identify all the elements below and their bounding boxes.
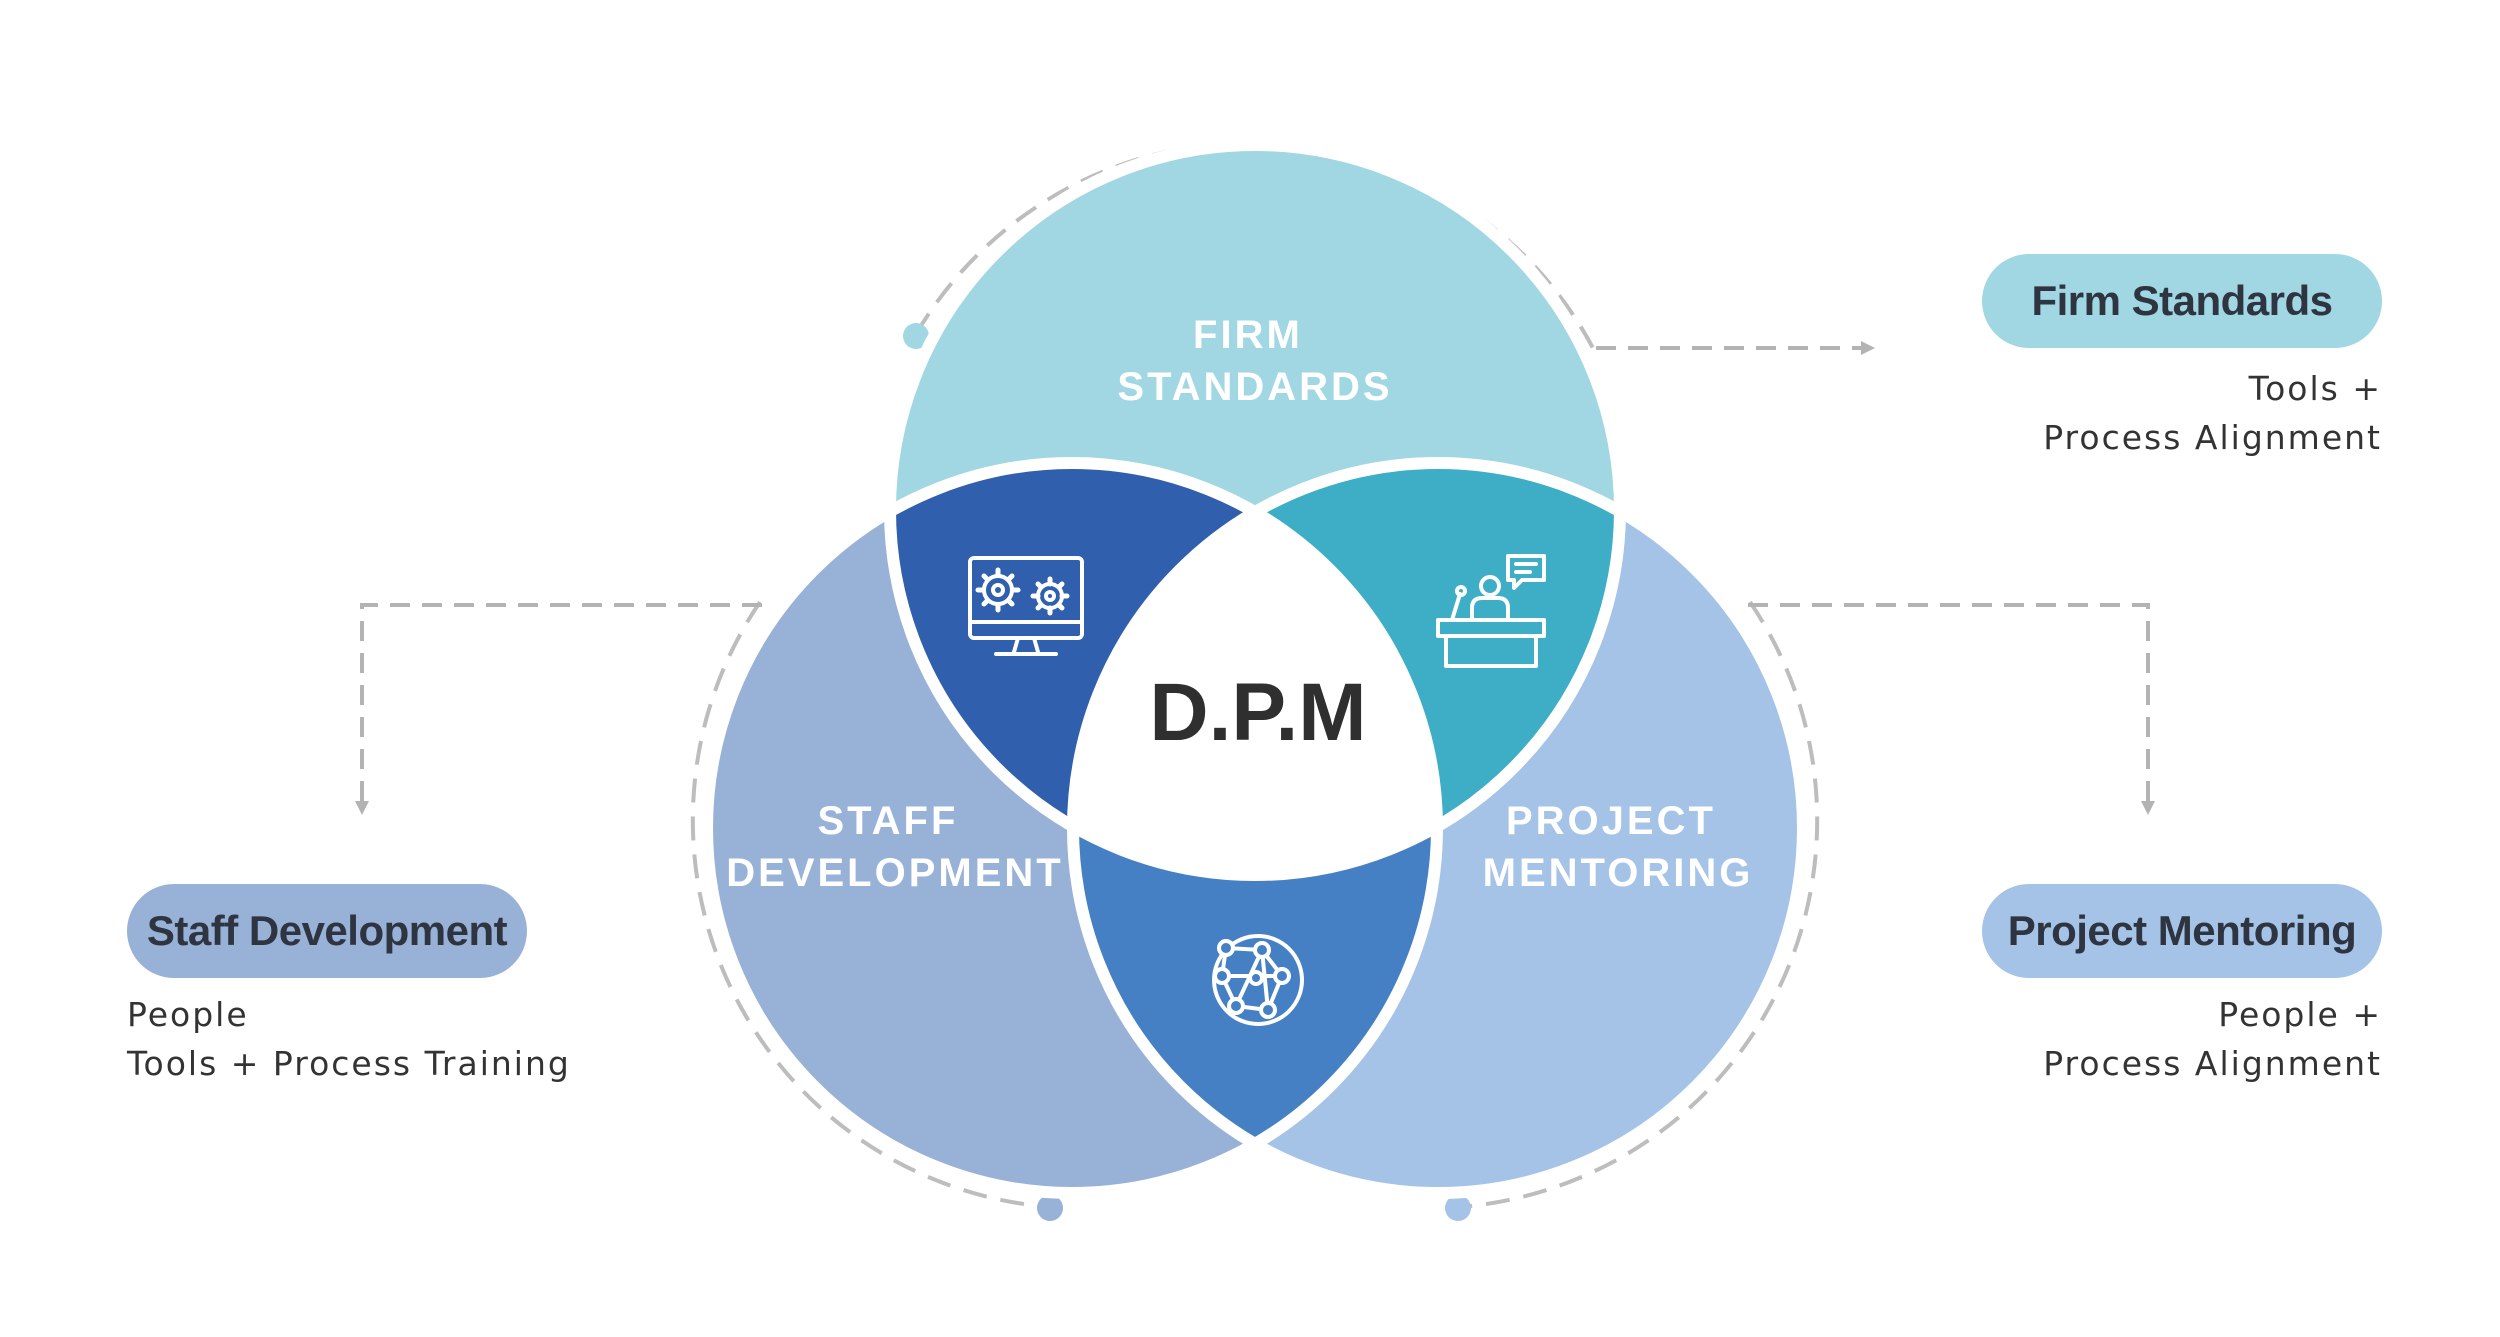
firm-standards-circle-label: FIRM STANDARDS: [1117, 313, 1392, 409]
connector-staff-development: [355, 603, 762, 815]
network-globe-icon: [1212, 934, 1304, 1026]
staff-development-pill: Staff Development: [127, 884, 527, 978]
firm-standards-desc-line1: Tools +: [2248, 369, 2382, 408]
arc-end-dot-right: [1445, 1195, 1471, 1221]
connector-project-mentoring: [1748, 603, 2155, 815]
project-mentoring-desc-line1: People +: [2218, 995, 2382, 1034]
staff-development-desc-line2: Tools + Process Training: [127, 1044, 571, 1083]
project-mentoring-pill: Project Mentoring: [1982, 884, 2382, 978]
center-dpm-label: D.P.M: [1149, 667, 1366, 758]
circle-outlines: [701, 139, 1809, 1199]
dashed-arc-left: [690, 600, 1051, 1209]
firm-standards-title: Firm Standards: [2031, 277, 2333, 324]
presenter-podium-icon: [1436, 554, 1546, 668]
connector-arrows: [355, 341, 2155, 815]
firm-standards-description: Tools + Process Alignment: [2043, 364, 2382, 462]
dashed-arc-right: [1459, 600, 1820, 1209]
monitor-gears-icon: [968, 556, 1084, 656]
staff-development-title: Staff Development: [146, 907, 508, 954]
arc-end-dot-top: [903, 323, 929, 349]
project-mentoring-circle-label: PROJECT MENTORING: [1483, 799, 1754, 895]
staff-development-circle-label: STAFF DEVELOPMENT: [726, 799, 1063, 895]
project-mentoring-desc-line2: Process Alignment: [2043, 1044, 2382, 1083]
project-mentoring-title: Project Mentoring: [2007, 907, 2357, 954]
arc-end-dot-left: [1037, 1195, 1063, 1221]
firm-standards-desc-line2: Process Alignment: [2043, 418, 2382, 457]
project-mentoring-description: People + Process Alignment: [2043, 990, 2382, 1088]
staff-development-desc-line1: People: [127, 995, 249, 1034]
staff-development-description: People Tools + Process Training: [127, 990, 571, 1088]
overlap-center: [1073, 463, 1437, 875]
firm-standards-pill: Firm Standards: [1982, 254, 2382, 348]
